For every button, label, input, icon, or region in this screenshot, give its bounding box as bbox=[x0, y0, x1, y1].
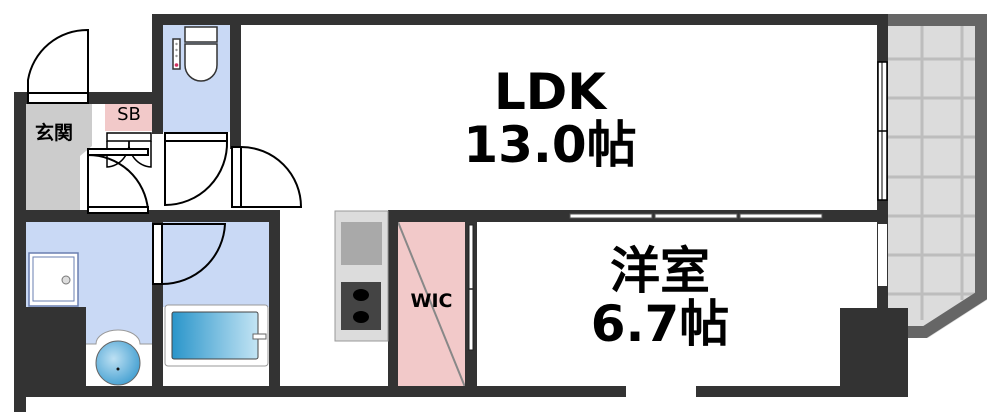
ldk-label: LDK 13.0帖 bbox=[450, 66, 650, 171]
ldk-size: 13.0帖 bbox=[463, 115, 637, 174]
ldk-window bbox=[877, 61, 888, 201]
balcony bbox=[888, 14, 987, 338]
shoebox-doors bbox=[106, 132, 152, 168]
wic-label: WIC bbox=[410, 290, 453, 312]
ldk-name: LDK bbox=[493, 63, 607, 121]
western-room-label: 洋室 6.7帖 bbox=[560, 245, 760, 350]
western-room-name: 洋室 bbox=[610, 242, 710, 300]
washing-machine-pan-icon bbox=[28, 252, 79, 307]
western-room-size: 6.7帖 bbox=[590, 294, 730, 353]
bottom-window bbox=[626, 389, 696, 395]
front-door bbox=[27, 28, 89, 104]
western-window bbox=[878, 224, 887, 286]
kitchen-counter bbox=[334, 210, 389, 342]
corridor-doors bbox=[87, 132, 303, 286]
entrance-label: 玄関 bbox=[34, 122, 73, 144]
bathroom bbox=[163, 222, 269, 307]
entrance-floor bbox=[26, 103, 92, 210]
sink-icon bbox=[86, 329, 152, 386]
walls bbox=[14, 14, 908, 412]
shoebox bbox=[105, 103, 153, 131]
sliding-doors bbox=[569, 213, 823, 219]
bathtub-icon bbox=[164, 304, 269, 367]
shoebox-label: SB bbox=[117, 104, 141, 125]
kitchen-sink-icon bbox=[341, 222, 382, 265]
toilet-icon bbox=[172, 26, 218, 82]
